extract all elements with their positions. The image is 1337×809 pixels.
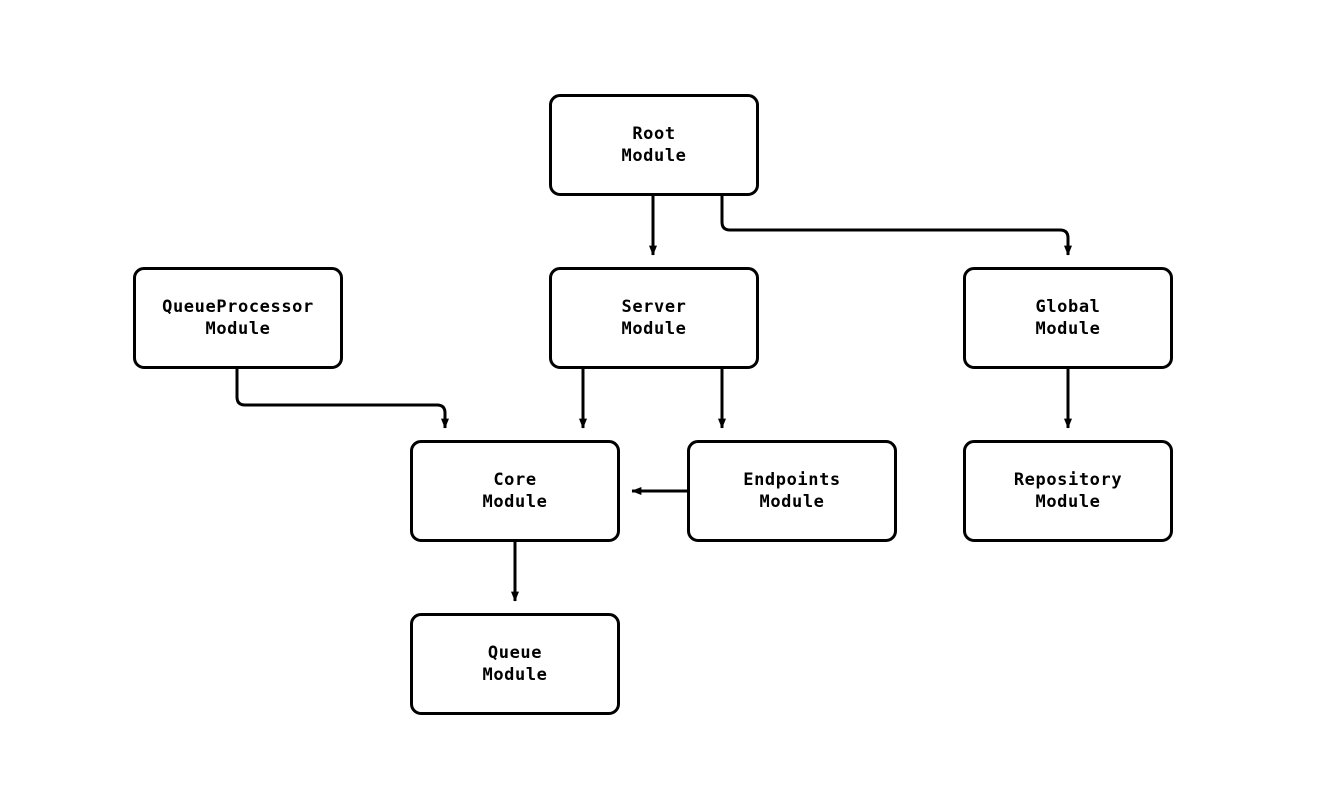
node-queueprocessor-module-suffix: Module: [205, 319, 271, 339]
node-core-module[interactable]: Core Module: [410, 440, 620, 542]
node-server-module-name: Server: [621, 297, 687, 317]
node-endpoints-module-name: Endpoints: [743, 470, 841, 490]
node-server-module-suffix: Module: [621, 319, 687, 339]
node-queueprocessor-module-name: QueueProcessor: [162, 297, 314, 317]
node-repository-module-name: Repository: [1013, 470, 1123, 490]
node-global-module-name: Global: [1035, 297, 1101, 317]
edge-root-to-global: [720, 196, 1072, 256]
node-queue-module-suffix: Module: [482, 665, 548, 685]
node-root-module-name: Root: [632, 124, 676, 144]
node-core-module-name: Core: [493, 470, 537, 490]
node-global-module-suffix: Module: [1035, 319, 1101, 339]
node-repository-module[interactable]: Repository Module: [963, 440, 1173, 542]
node-endpoints-module-suffix: Module: [759, 492, 825, 512]
node-queue-module[interactable]: Queue Module: [410, 613, 620, 715]
node-core-module-suffix: Module: [482, 492, 548, 512]
node-server-module[interactable]: Server Module: [549, 267, 759, 369]
node-endpoints-module[interactable]: Endpoints Module: [687, 440, 897, 542]
node-queue-module-name: Queue: [487, 643, 543, 663]
node-root-module[interactable]: Root Module: [549, 94, 759, 196]
node-queueprocessor-module[interactable]: QueueProcessor Module: [133, 267, 343, 369]
node-global-module[interactable]: Global Module: [963, 267, 1173, 369]
edge-queueprocessor-to-core: [235, 369, 449, 429]
node-root-module-suffix: Module: [621, 146, 687, 166]
node-repository-module-suffix: Module: [1035, 492, 1101, 512]
